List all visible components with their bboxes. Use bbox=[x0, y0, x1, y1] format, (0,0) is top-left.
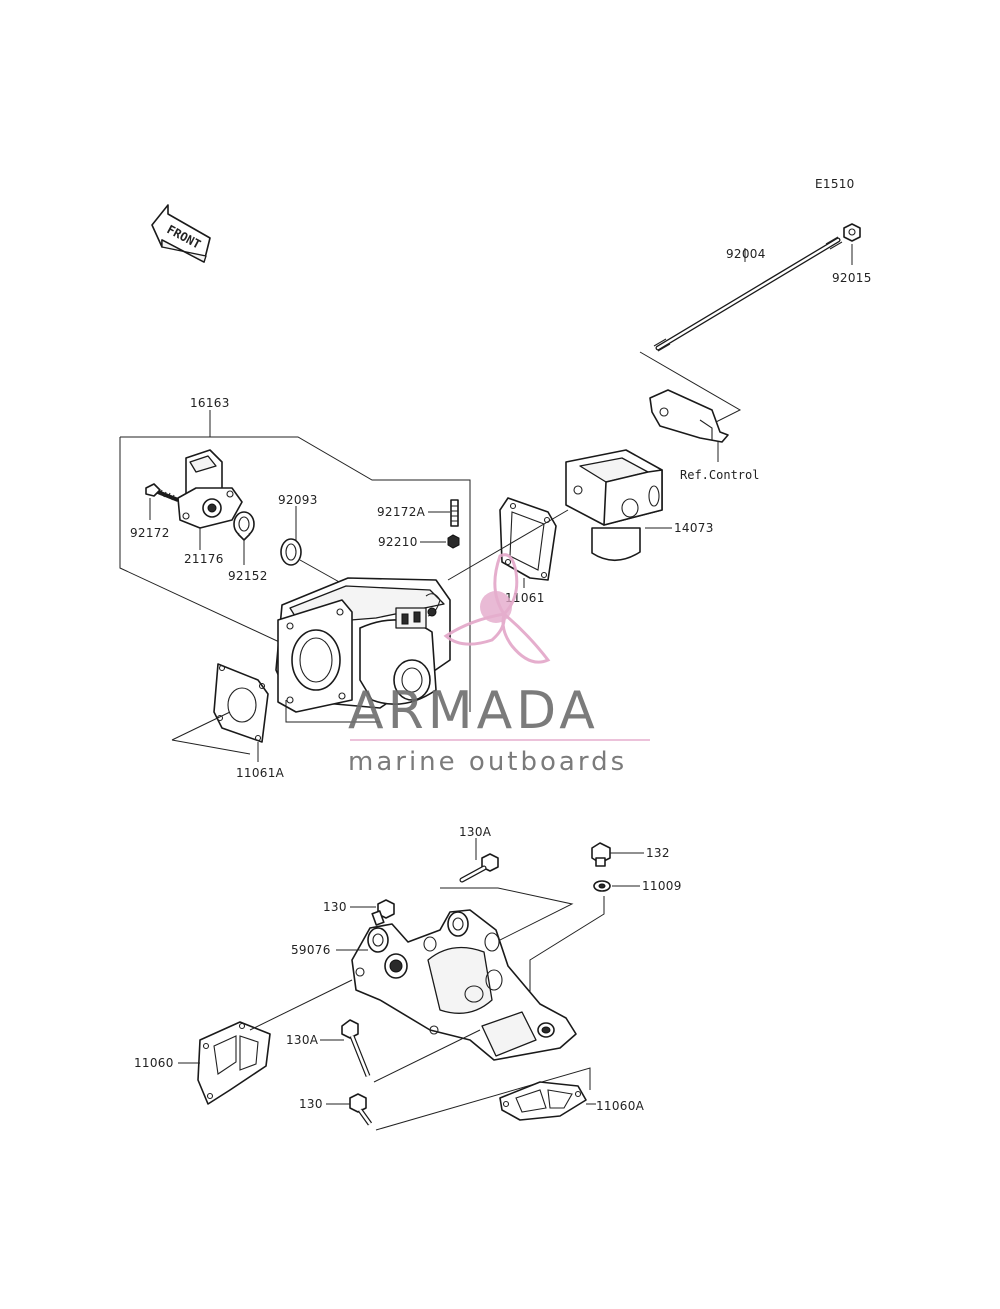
armada-logo-watermark: ARMADA marine outboards bbox=[348, 553, 650, 777]
nut-92210 bbox=[447, 534, 460, 549]
label-130-bottom: 130 bbox=[299, 1097, 323, 1111]
watermark-title: ARMADA bbox=[348, 681, 599, 741]
label-21176: 21176 bbox=[184, 552, 224, 566]
propeller-icon bbox=[443, 553, 551, 664]
manifold-59076 bbox=[351, 909, 577, 1061]
gasket-11061A bbox=[213, 663, 269, 743]
gasket-11060A bbox=[499, 1081, 587, 1121]
clamp-92152 bbox=[233, 511, 255, 541]
label-130A-bottom: 130A bbox=[286, 1033, 319, 1047]
label-132: 132 bbox=[646, 846, 670, 860]
control-bracket bbox=[649, 389, 729, 443]
gasket-11060 bbox=[197, 1021, 271, 1105]
label-11061A: 11061A bbox=[236, 766, 285, 780]
bolt-132 bbox=[591, 842, 611, 867]
label-92172A: 92172A bbox=[377, 505, 426, 519]
part-14073 bbox=[565, 449, 663, 562]
nut-92015 bbox=[843, 223, 861, 242]
screw-92172A bbox=[450, 499, 459, 527]
oring-92093 bbox=[280, 538, 302, 566]
screw-92172 bbox=[145, 483, 179, 502]
gasket-11061 bbox=[499, 497, 557, 581]
label-16163: 16163 bbox=[190, 396, 230, 410]
watermark-subtitle: marine outboards bbox=[348, 747, 627, 777]
bolt-130A-top bbox=[459, 853, 499, 883]
label-59076: 59076 bbox=[291, 943, 331, 957]
throttle-body bbox=[275, 577, 451, 713]
label-11060A: 11060A bbox=[596, 1099, 645, 1113]
bolt-130-bottom bbox=[349, 1093, 373, 1126]
label-92172: 92172 bbox=[130, 526, 170, 540]
label-92015: 92015 bbox=[832, 271, 872, 285]
ref-control-label: Ref.Control bbox=[680, 468, 759, 482]
label-11009: 11009 bbox=[642, 879, 682, 893]
sensor-21176 bbox=[177, 449, 243, 529]
bolt-130A-bottom bbox=[341, 1019, 371, 1077]
front-arrow-icon: FRONT bbox=[151, 204, 211, 263]
label-92093: 92093 bbox=[278, 493, 318, 507]
stud-92004 bbox=[653, 236, 843, 352]
label-92210: 92210 bbox=[378, 535, 418, 549]
washer-11009 bbox=[593, 880, 611, 892]
label-130-top: 130 bbox=[323, 900, 347, 914]
bolt-130-top bbox=[371, 899, 395, 926]
label-92004: 92004 bbox=[726, 247, 766, 261]
label-92152: 92152 bbox=[228, 569, 268, 583]
label-130A-top: 130A bbox=[459, 825, 492, 839]
diagram-code: E1510 bbox=[815, 177, 855, 191]
label-11060: 11060 bbox=[134, 1056, 174, 1070]
label-14073: 14073 bbox=[674, 521, 714, 535]
